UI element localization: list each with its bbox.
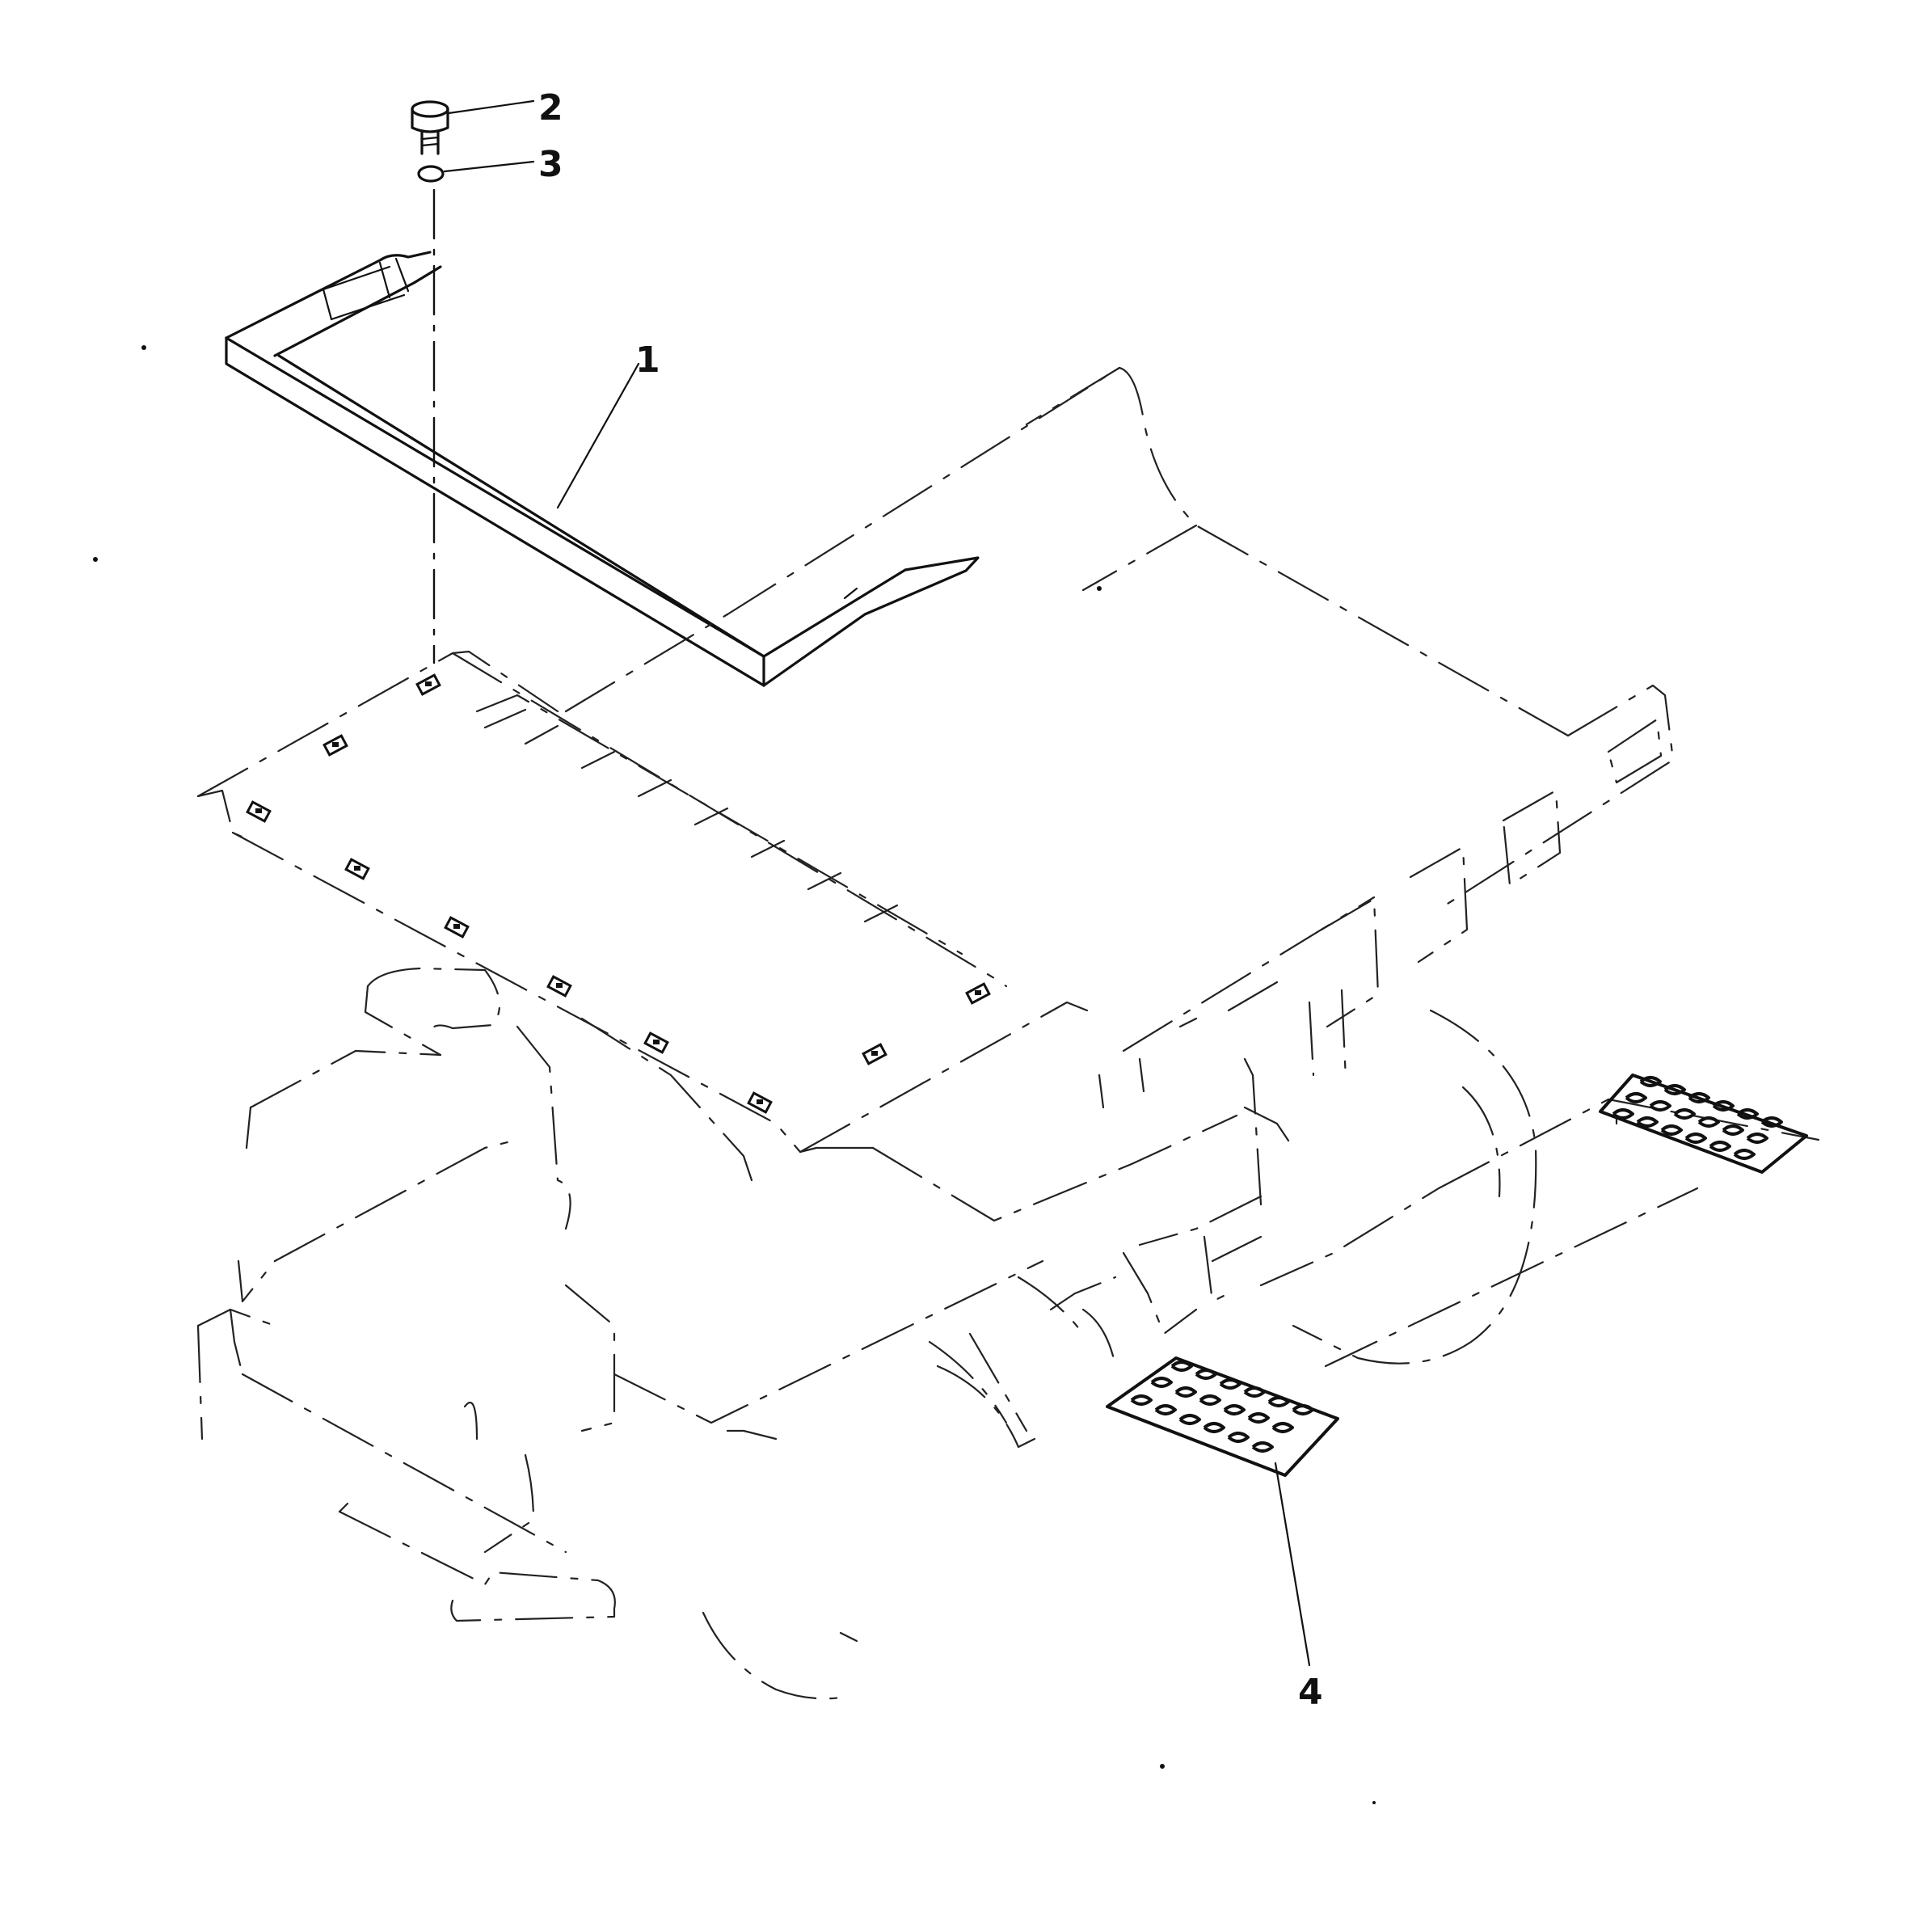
callout-part-1: 1 — [635, 340, 660, 381]
clip — [444, 916, 470, 939]
clip — [862, 1043, 887, 1065]
washer-part — [417, 165, 445, 183]
clip — [643, 1031, 669, 1054]
mesh-tread-upper — [1599, 1074, 1808, 1174]
clip — [246, 800, 272, 823]
retaining-clips — [246, 673, 991, 1114]
scan-specks — [93, 345, 1376, 1804]
callout-part-4: 4 — [1298, 1672, 1323, 1713]
clip — [747, 1091, 773, 1114]
leader-lines — [443, 99, 1311, 1667]
clip — [322, 734, 348, 757]
wheels-phantom — [702, 1009, 1537, 1700]
clip — [344, 858, 370, 880]
lower-body-phantom — [196, 967, 1820, 1622]
callout-part-2: 2 — [538, 87, 563, 129]
bolt-part — [411, 100, 449, 155]
clip — [965, 982, 991, 1005]
deck-plate-phantom — [196, 650, 1089, 1154]
machine-body-phantom — [564, 366, 1675, 1109]
clip — [415, 673, 441, 696]
callout-part-3: 3 — [538, 144, 563, 185]
clip — [546, 975, 572, 998]
step-frame-part — [225, 251, 980, 687]
mesh-tread-lower — [1106, 1356, 1339, 1477]
